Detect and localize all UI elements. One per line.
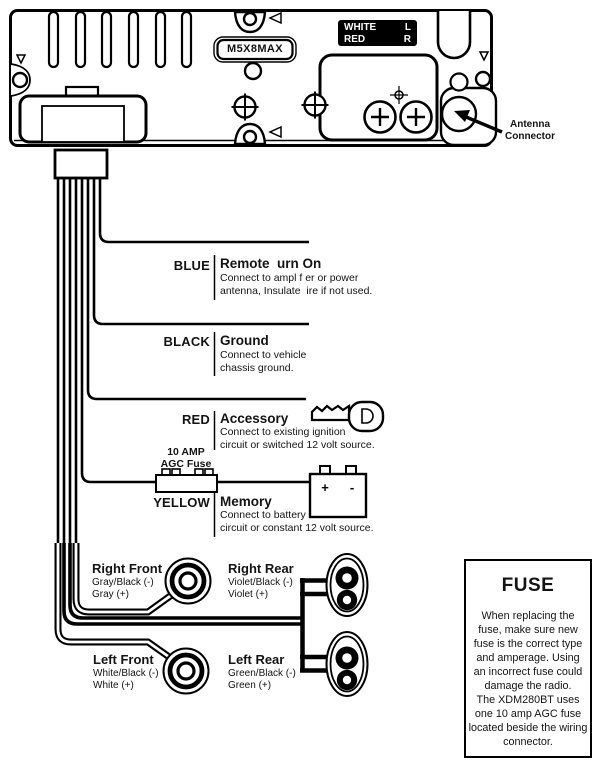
wire-color-blue: BLUE xyxy=(173,258,210,273)
speaker-neg: Green/Black (-) xyxy=(228,668,296,679)
model-label-plate xyxy=(213,36,297,63)
keyhole-mount-top xyxy=(233,10,282,34)
yellow-wire xyxy=(80,177,311,484)
speaker-name: Right Rear xyxy=(228,561,294,576)
speaker-neg: Gray/Black (-) xyxy=(92,577,154,588)
harness-connector xyxy=(18,85,148,180)
vent-slots xyxy=(47,10,193,69)
antenna-arrow-icon xyxy=(454,110,503,134)
panel-hole xyxy=(243,61,263,81)
speaker-name: Left Front xyxy=(93,652,154,667)
wire-title-red: Accessory xyxy=(220,411,289,426)
red-wire xyxy=(86,177,306,401)
io-channel-left: L xyxy=(404,22,411,33)
triangle-marker-icon xyxy=(268,125,282,139)
speaker-label-right-front: Right Front Gray/Black (-) Gray (+) xyxy=(92,561,162,600)
speaker-pos: White (+) xyxy=(93,680,134,691)
mount-tab-left xyxy=(10,54,31,97)
speaker-pos: Gray (+) xyxy=(92,589,129,600)
speaker-neg: White/Black (-) xyxy=(93,668,159,679)
speaker-label-left-rear: Left Rear Green/Black (-) Green (+) xyxy=(228,652,296,691)
speaker-pos: Violet (+) xyxy=(228,589,269,600)
io-channel-right: R xyxy=(403,33,411,45)
speaker-name: Left Rear xyxy=(228,652,285,667)
wire-title-yellow: Memory xyxy=(220,494,272,509)
fuse-note-body: When replacing the fuse, make sure new f… xyxy=(468,610,588,748)
blue-wire xyxy=(98,177,309,244)
battery-plus: + xyxy=(321,480,329,495)
wire-title-blue: Remote urn On xyxy=(220,256,322,271)
right-rear-speaker-icon xyxy=(325,553,369,617)
radio-rear-panel xyxy=(9,9,498,180)
rca-jack-left xyxy=(363,100,397,134)
screw-icon xyxy=(231,93,259,121)
left-front-speaker-icon xyxy=(162,647,210,695)
model-label: M5X8MAX xyxy=(227,43,283,55)
fuse-note-box: FUSE When replacing the fuse, make sure … xyxy=(464,559,592,758)
speaker-label-left-front: Left Front White/Black (-) White (+) xyxy=(93,652,159,691)
rca-io-label: WHITE L RED R xyxy=(338,20,417,46)
wire-color-black: BLACK xyxy=(163,334,210,349)
triangle-marker-icon xyxy=(268,11,282,25)
wire-desc-blue: Connect to ampl f er or power antenna, I… xyxy=(220,272,373,297)
speaker-label-right-rear: Right Rear Violet/Black (-) Violet (+) xyxy=(228,561,294,600)
wire-desc-red: Connect to existing ignition circuit or … xyxy=(220,426,375,451)
fuse-note-title: FUSE xyxy=(501,575,555,596)
wire-desc-yellow: Connect to battery circuit or constant 1… xyxy=(220,509,374,534)
black-wire xyxy=(92,177,309,326)
screw-icon xyxy=(301,91,329,119)
u-notch xyxy=(436,11,472,60)
triangle-marker-icon xyxy=(478,51,490,62)
fuse-holder-icon xyxy=(155,468,218,493)
rca-output-panel xyxy=(318,53,439,142)
keyhole-mount-bottom xyxy=(233,122,282,146)
rca-jack-right xyxy=(399,100,433,134)
speaker-neg: Violet/Black (-) xyxy=(228,577,293,588)
io-color-right: RED xyxy=(344,33,366,45)
wire-bundle xyxy=(56,177,311,545)
ignition-key-icon xyxy=(310,400,385,433)
inline-fuse-label: 10 AMP AGC Fuse xyxy=(160,446,212,470)
antenna-connector-label: Antenna Connector xyxy=(505,119,555,142)
wire-desc-black: Connect to vehicle chassis ground. xyxy=(220,349,307,374)
speaker-name: Right Front xyxy=(92,561,163,576)
battery-minus: - xyxy=(350,480,354,495)
io-color-left: WHITE xyxy=(344,22,377,33)
wire-color-yellow: YELLOW xyxy=(153,495,210,510)
battery-icon: + - xyxy=(308,465,368,519)
speaker-wires xyxy=(54,543,333,673)
mount-hole-right xyxy=(474,70,492,88)
right-front-speaker-icon xyxy=(164,557,212,605)
wire-color-red: RED xyxy=(181,412,210,427)
wire-title-black: Ground xyxy=(220,333,269,348)
speaker-pos: Green (+) xyxy=(228,680,272,691)
left-rear-speaker-icon xyxy=(325,631,369,697)
triangle-marker-icon xyxy=(15,54,27,65)
